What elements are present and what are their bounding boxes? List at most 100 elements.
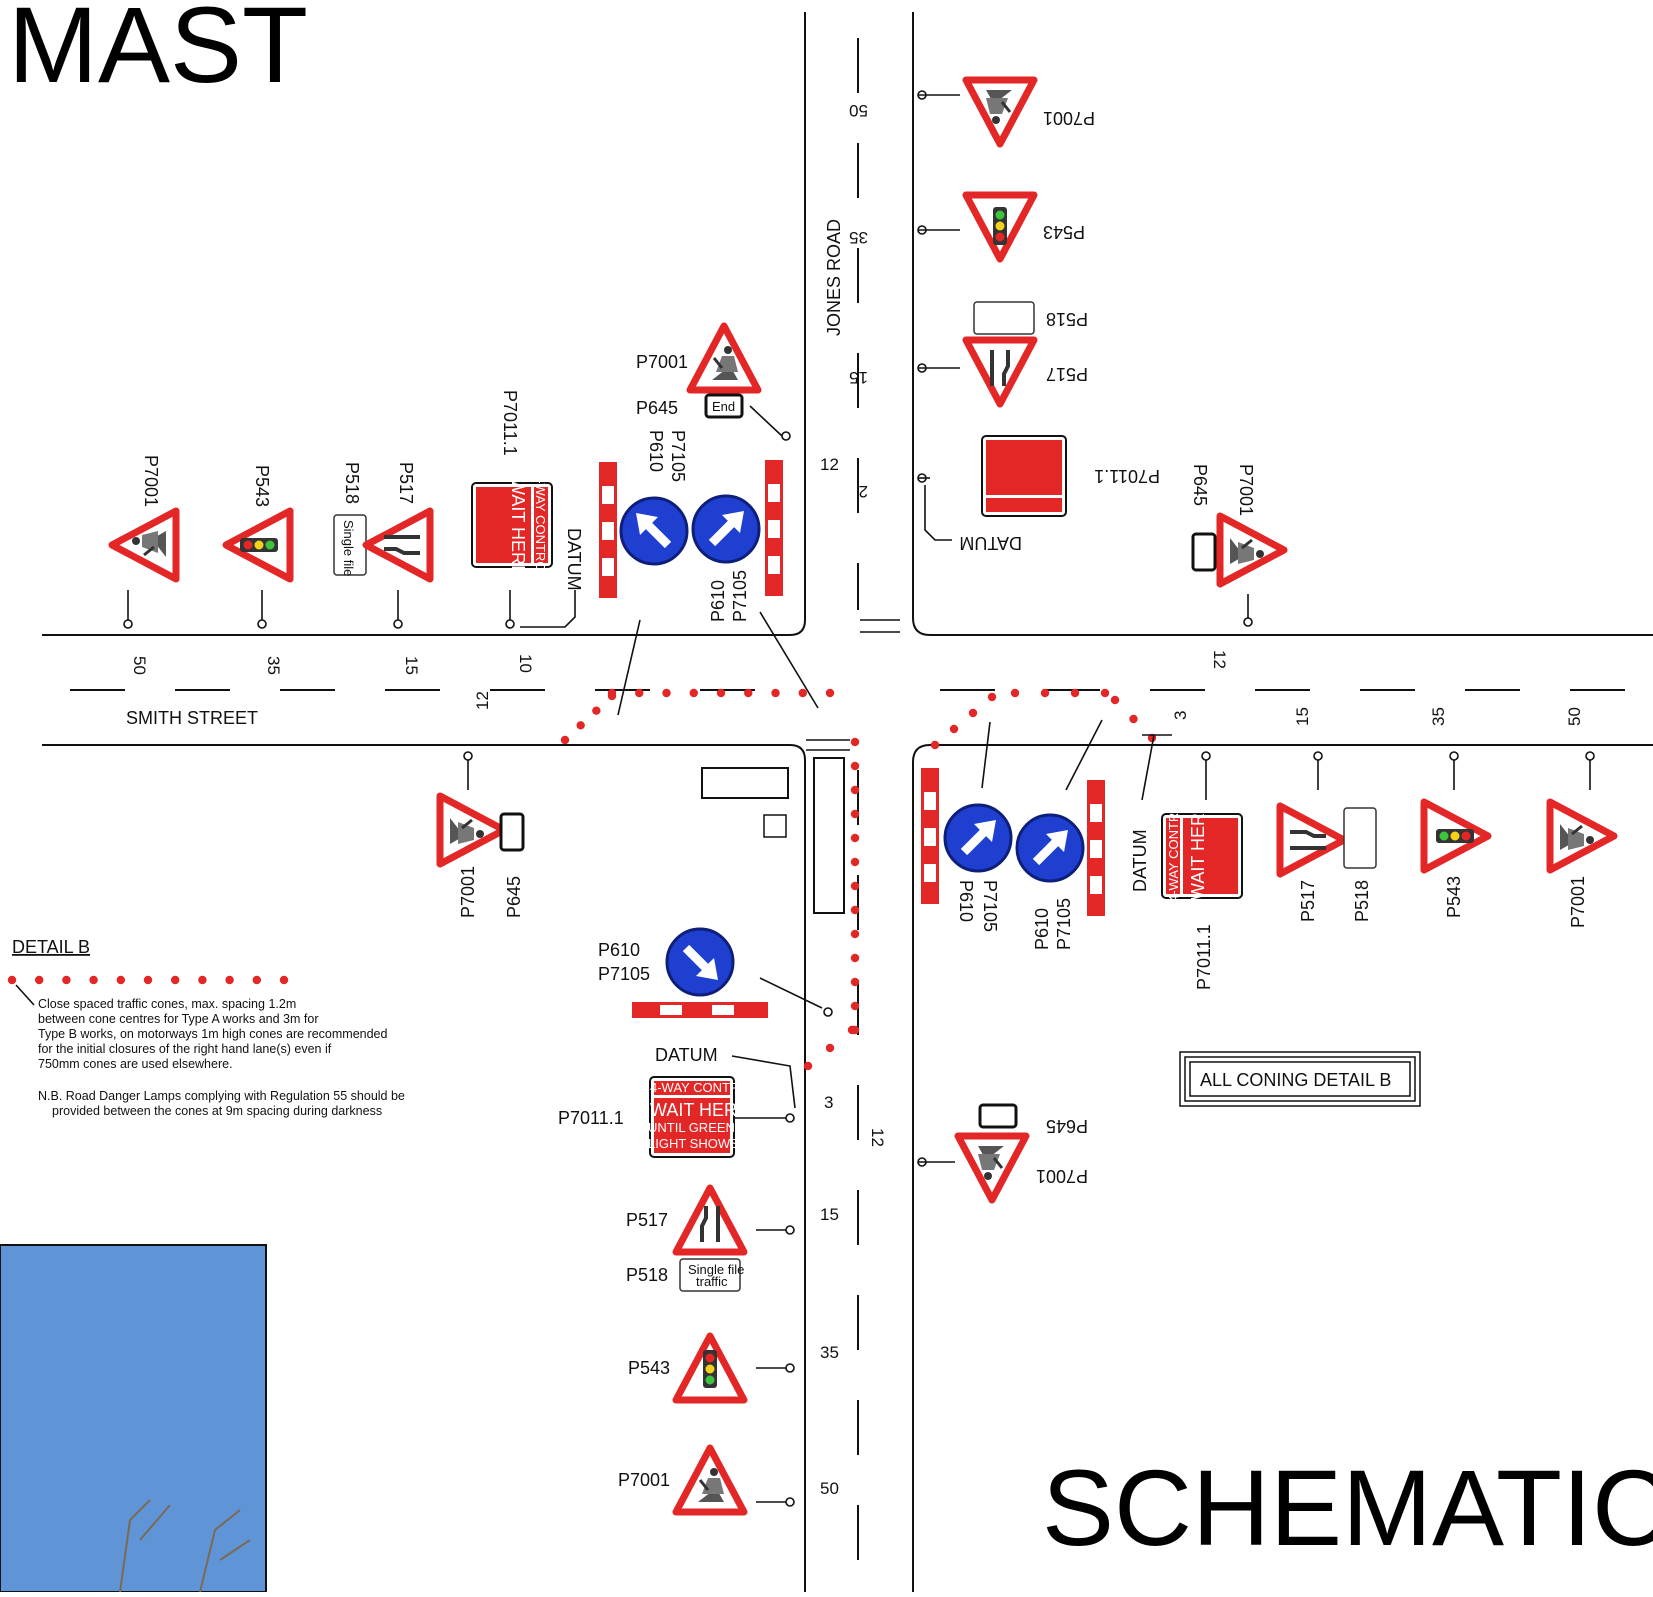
code-p518-west: P518 — [342, 462, 362, 504]
four-way-text-west: 4-WAY CONTROL — [533, 472, 548, 579]
men-at-work-sign-icon-east-top — [1220, 516, 1284, 584]
detail-note-4: for the initial closures of the right ha… — [38, 1042, 332, 1056]
barrier-west-2 — [765, 460, 783, 596]
code-p7001-west: P7001 — [141, 455, 161, 507]
traffic-text-south: traffic — [696, 1274, 728, 1289]
traffic-cone — [850, 977, 860, 987]
code-p610-west-b: P610 — [708, 580, 728, 622]
traffic-cone — [560, 735, 570, 745]
four-way-text-south: 4-WAY CONTROL — [650, 1080, 757, 1095]
keep-left-sign-icon-1 — [621, 498, 687, 564]
traffic-cone — [198, 975, 207, 985]
traffic-cone — [850, 737, 860, 747]
men-at-work-sign-icon-sw — [440, 796, 504, 864]
traffic-cone — [62, 975, 71, 985]
southwest-signs: P7001 P645 12 — [440, 691, 525, 918]
road-name-smith-street: SMITH STREET — [126, 708, 258, 728]
detail-nb-2: provided between the cones at 9m spacing… — [52, 1104, 382, 1118]
traffic-cone — [116, 975, 126, 985]
code-p7001-south: P7001 — [618, 1470, 670, 1490]
traffic-cone — [1070, 688, 1080, 698]
road-narrows-sign-icon-south — [676, 1188, 744, 1252]
signals-ahead-sign-icon-ne — [966, 195, 1034, 259]
traffic-cone — [1129, 714, 1138, 724]
traffic-cone — [847, 1025, 857, 1035]
traffic-cone — [803, 1061, 813, 1071]
dist-15-east: 15 — [1293, 707, 1312, 726]
code-p7105-east-b: P7105 — [1054, 898, 1074, 950]
keep-left-sign-icon-east-2 — [1017, 815, 1083, 881]
traffic-cone — [850, 809, 860, 819]
photo-fragment — [0, 1244, 267, 1593]
code-p517-ne: P517 — [1046, 364, 1088, 384]
traffic-cone — [607, 688, 617, 698]
code-p518-east: P518 — [1352, 880, 1372, 922]
south-approach-signs: P610 P7105 DATUM 4-WAY CONTROL WAIT HERE… — [558, 929, 887, 1512]
traffic-cone — [689, 688, 698, 698]
code-p543-south: P543 — [628, 1358, 670, 1378]
barrier-west-1 — [599, 462, 617, 598]
traffic-cone — [850, 833, 860, 843]
keep-left-sign-icon-east-1 — [945, 805, 1011, 871]
code-p7105-west: P7105 — [668, 430, 688, 482]
traffic-cone — [850, 785, 860, 795]
code-p7001-se: P7001 — [1036, 1166, 1088, 1186]
dist-3-east: 3 — [1171, 711, 1190, 720]
datum-west: DATUM — [564, 528, 584, 591]
datum-north: DATUM — [959, 533, 1022, 553]
men-at-work-sign-icon-se — [958, 1136, 1026, 1200]
barrier-south — [632, 1002, 768, 1018]
traffic-cone — [89, 975, 98, 985]
detail-b-heading: DETAIL B — [12, 937, 90, 957]
datum-east: DATUM — [1130, 829, 1150, 892]
dist-2-north: 2 — [859, 482, 868, 501]
end-plate-icon-east-top — [1191, 532, 1217, 572]
east-top-signs: P7001 P645 12 — [1190, 464, 1284, 669]
traffic-cone — [279, 975, 289, 985]
dist-3-south: 3 — [824, 1093, 833, 1112]
dist-12-north: 12 — [820, 455, 839, 474]
road-narrows-sign-icon — [366, 511, 430, 579]
southeast-signs: P645 P7001 — [917, 1103, 1088, 1200]
traffic-cone — [576, 721, 585, 730]
traffic-cone — [252, 975, 261, 985]
code-p543-west: P543 — [252, 465, 272, 507]
traffic-cone — [662, 688, 671, 698]
code-p645-east-top: P645 — [1190, 464, 1210, 506]
code-p7001-east: P7001 — [1568, 876, 1588, 928]
datum-south: DATUM — [655, 1045, 718, 1065]
title-schematic: SCHEMATIC — [1042, 1447, 1653, 1568]
north-approach-signs: P7001 50 P543 35 P518 P517 15 P7011.1 2 … — [849, 80, 1160, 553]
signals-ahead-sign-icon-east — [1424, 802, 1488, 870]
code-p518-south: P518 — [626, 1265, 668, 1285]
road-narrows-sign-icon-ne — [966, 340, 1034, 404]
until-green-text-south: UNTIL GREEN — [648, 1120, 735, 1135]
dist-12-se: 12 — [868, 1128, 887, 1147]
dist-35-west: 35 — [264, 656, 283, 675]
traffic-cone — [35, 975, 44, 985]
traffic-cones — [7, 688, 1157, 1071]
dist-15-west: 15 — [402, 656, 421, 675]
dist-12-sw: 12 — [473, 691, 492, 710]
code-p518-ne: P518 — [1046, 309, 1088, 329]
traffic-cone — [7, 975, 17, 985]
code-p7001-ne: P7001 — [1043, 108, 1095, 128]
traffic-cone — [592, 706, 601, 715]
traffic-cone — [1010, 688, 1020, 698]
traffic-cone — [771, 688, 780, 698]
code-p610-south: P610 — [598, 940, 640, 960]
detail-note-3: Type B works, on motorways 1m high cones… — [38, 1027, 388, 1041]
lorry-icon — [813, 757, 845, 914]
traffic-cone — [225, 975, 234, 985]
signals-ahead-sign-icon — [226, 511, 290, 579]
men-at-work-sign-icon-ne — [966, 80, 1034, 144]
detail-note-5: 750mm cones are used elsewhere. — [38, 1057, 233, 1071]
keep-left-sign-icon-2 — [693, 496, 759, 562]
dist-50-west: 50 — [130, 656, 149, 675]
traffic-cone — [825, 688, 835, 698]
code-p645-north: P645 — [636, 398, 678, 418]
traffic-cone — [930, 740, 940, 750]
all-coning-box: ALL CONING DETAIL B — [1179, 1051, 1421, 1107]
east-approach-signs: P610 P7105 P610 P7105 DATUM 4-WAY CONTRO… — [921, 707, 1614, 990]
light-shows-text-south: LIGHT SHOWS — [648, 1136, 739, 1151]
